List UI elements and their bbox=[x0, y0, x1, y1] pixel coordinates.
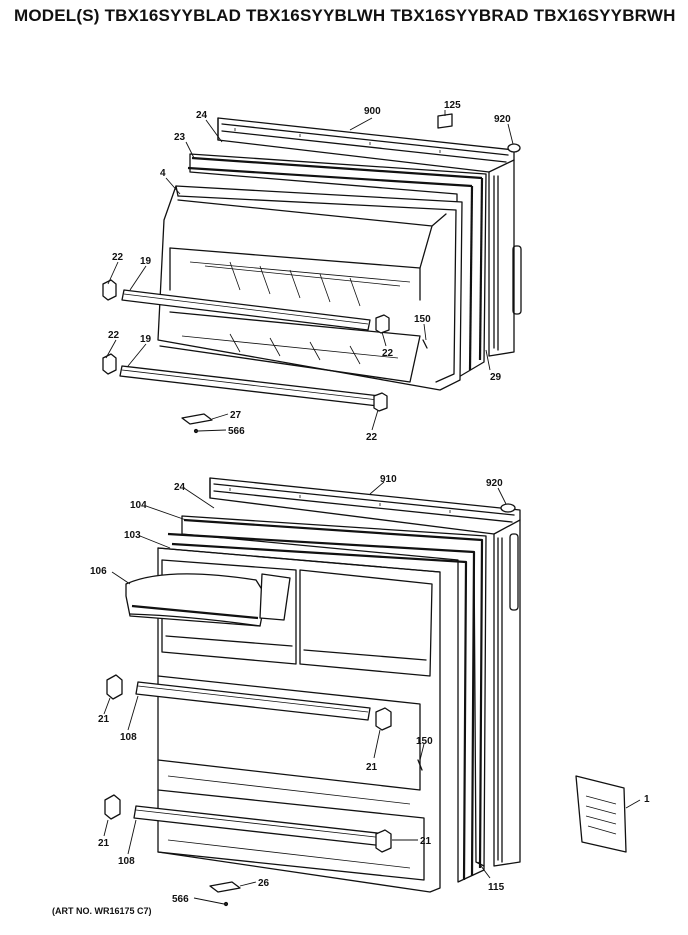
callout-910: 910 bbox=[380, 474, 397, 485]
callout-125: 125 bbox=[444, 100, 461, 111]
fresh-food-door-assembly bbox=[104, 477, 521, 907]
shelf-clip-right-lower bbox=[373, 392, 388, 412]
shelf-clip-21-right-lower bbox=[375, 829, 392, 853]
callout-920-lower: 920 bbox=[486, 478, 503, 489]
callout-19-upper: 19 bbox=[140, 256, 152, 267]
art-number: (ART NO. WR16175 C7) bbox=[52, 906, 152, 916]
callout-24-lower: 24 bbox=[174, 482, 186, 493]
screw-566-lower bbox=[223, 901, 229, 907]
freezer-door-gasket bbox=[187, 153, 487, 379]
callout-900: 900 bbox=[364, 106, 381, 117]
callout-150-lower: 150 bbox=[416, 736, 433, 747]
callout-21-left-lower: 21 bbox=[98, 838, 110, 849]
bracket-27 bbox=[181, 413, 213, 425]
literature-card-part-1 bbox=[575, 775, 627, 853]
freezer-shelf-bar-upper bbox=[121, 289, 371, 331]
callout-108-lower: 108 bbox=[118, 856, 135, 867]
callout-23: 23 bbox=[174, 132, 186, 143]
callout-104: 104 bbox=[130, 500, 147, 511]
callout-22-left-lower: 22 bbox=[108, 330, 120, 341]
callout-21-right-upper: 21 bbox=[366, 762, 378, 773]
callout-27: 27 bbox=[230, 410, 242, 421]
callout-22-right-lower: 22 bbox=[366, 432, 378, 443]
shelf-clip-left-upper bbox=[102, 279, 117, 301]
plug-button-upper bbox=[507, 143, 521, 153]
shelf-clip-21-left-upper bbox=[106, 674, 123, 700]
callout-22-left-upper: 22 bbox=[112, 252, 124, 263]
callout-566-upper: 566 bbox=[228, 426, 245, 437]
callout-4: 4 bbox=[160, 168, 166, 179]
dairy-compartment-door bbox=[125, 573, 291, 627]
callout-21-left-upper: 21 bbox=[98, 714, 110, 725]
callout-19-lower: 19 bbox=[140, 334, 152, 345]
callout-920-upper: 920 bbox=[494, 114, 511, 125]
callout-29: 29 bbox=[490, 372, 502, 383]
bracket-26 bbox=[209, 881, 241, 893]
shelf-clip-left-lower bbox=[102, 353, 117, 375]
fresh-food-shelf-bar-upper bbox=[135, 681, 371, 721]
fresh-food-inner-door-liner bbox=[157, 547, 441, 893]
part-125-block bbox=[437, 113, 453, 129]
callout-108-upper: 108 bbox=[120, 732, 137, 743]
callout-leader-lines bbox=[103, 110, 641, 905]
upper-callout-labels: 900 125 920 24 23 4 22 19 22 19 150 22 2… bbox=[108, 100, 511, 443]
callout-22-right-upper: 22 bbox=[382, 348, 394, 359]
callout-26: 26 bbox=[258, 878, 270, 889]
screw-150-upper bbox=[422, 339, 428, 349]
screw-150-lower bbox=[417, 759, 423, 771]
fresh-food-outer-door-panel bbox=[209, 477, 521, 867]
model-title: MODEL(S) TBX16SYYBLAD TBX16SYYBLWH TBX16… bbox=[14, 6, 676, 25]
shelf-clip-21-right-upper bbox=[375, 707, 392, 731]
plug-button-lower bbox=[500, 503, 516, 513]
freezer-inner-door-liner bbox=[157, 185, 463, 391]
callout-24-upper: 24 bbox=[196, 110, 208, 121]
callout-103: 103 bbox=[124, 530, 141, 541]
shelf-clip-21-left-lower bbox=[104, 794, 121, 820]
callout-150-upper: 150 bbox=[414, 314, 431, 325]
callout-566-lower: 566 bbox=[172, 894, 189, 905]
screw-566-upper bbox=[193, 428, 199, 434]
callout-106: 106 bbox=[90, 566, 107, 577]
shelf-clip-right-upper bbox=[375, 314, 390, 334]
freezer-door-assembly bbox=[102, 113, 522, 434]
lower-callout-labels: 910 920 24 104 103 106 21 108 150 21 21 … bbox=[90, 474, 650, 905]
callout-115: 115 bbox=[488, 882, 505, 893]
callout-1: 1 bbox=[644, 794, 650, 805]
door-strip-115 bbox=[473, 551, 485, 867]
callout-21-right-lower: 21 bbox=[420, 836, 432, 847]
